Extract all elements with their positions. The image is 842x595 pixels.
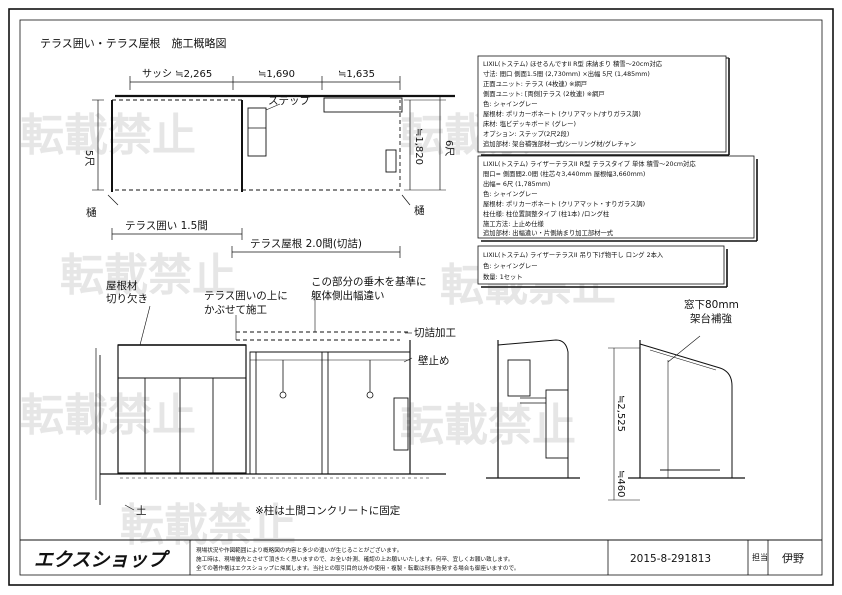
watermark-text: 転載禁止 xyxy=(120,500,296,551)
watermark-text: 転載禁止 xyxy=(20,390,196,441)
label-cut-processing: 切詰加工 xyxy=(414,326,456,339)
spec-box-2: LIXIL(トステム) ライザーテラスII R型 テラスタイプ 単体 積雪～20… xyxy=(477,155,758,242)
front-elevation xyxy=(95,300,446,511)
plan-view xyxy=(92,76,455,258)
dimension-sash: サッシ ≒2,265 xyxy=(142,68,212,80)
spec1-line: オプション: ステップ(2尺2段) xyxy=(483,129,569,138)
inner-frame xyxy=(19,19,823,576)
spec2-line: 出幅= 6尺 (1,785mm) xyxy=(483,179,550,188)
spec1-line: LIXIL(トステム) ほせるんですII R型 床納まり 積雪～20cm対応 xyxy=(483,59,663,68)
outer-frame xyxy=(8,8,834,586)
label-ground: 土 xyxy=(136,504,147,517)
dimension-right: ≒1,635 xyxy=(338,69,375,80)
assignee-label: 担当 xyxy=(752,552,768,562)
watermark-text: 転載禁止 xyxy=(20,110,196,161)
label-frame-reinforce: 架台補強 xyxy=(690,312,732,325)
footer-note: 全ての著作権はエクスショップに帰属します。当社との取引目的以外の使用・複製・転載… xyxy=(196,564,519,572)
spec2-line: 追加部材: 出幅違い・片側納まり加工部材一式 xyxy=(483,228,614,237)
label-cover-install-1: テラス囲いの上に xyxy=(204,290,288,302)
spec2-line: 柱仕様: 柱位置調整タイプ (柱1本) /ロング柱 xyxy=(483,209,610,218)
spec1-line: 追加部材: 架台補強部材一式/シーリング材/グレチャン xyxy=(483,139,636,148)
spec2-line: 屋根材: ポリカーボネート (クリアマット・すりガラス調) xyxy=(483,199,645,208)
spec1-line: 正面ユニット: テラス (4枚連) ※網戸 xyxy=(483,79,587,88)
footer-note: 施工時は、現場優先とさせて頂きたく思いますので、お全い計測、確認の上お願いいたし… xyxy=(196,555,514,563)
spec-box-1: LIXIL(トステム) ほせるんですII R型 床納まり 積雪～20cm対応 寸… xyxy=(477,55,730,156)
footer-note: 現場状況や作図範囲により概略図の内容と多少の違いが生じることがございます。 xyxy=(196,546,402,554)
spec2-line: 色: シャイングレー xyxy=(483,189,538,198)
step-label: ステップ xyxy=(268,95,310,107)
dimension-2525: ≒2,525 xyxy=(615,395,626,432)
label-window-80mm: 窓下80mm xyxy=(684,298,739,311)
label-rafter-2: 躯体側出幅違い xyxy=(311,289,385,302)
watermark-text: 転載禁止 xyxy=(60,250,236,301)
dimension-middle: ≒1,690 xyxy=(258,69,295,80)
spec2-line: 施工方法: 上止め仕様 xyxy=(483,219,544,228)
roof-dimension: テラス屋根 2.0間(切詰) xyxy=(250,237,362,250)
label-notch: 切り欠き xyxy=(106,292,148,305)
gutter-label-left: 樋 xyxy=(86,206,97,219)
spec1-line: 床材: 塩ビデッキボード (グレー) xyxy=(483,119,576,128)
spec2-line: LIXIL(トステム) ライザーテラスII R型 テラスタイプ 単体 積雪～20… xyxy=(483,159,696,168)
label-cover-install-2: かぶせて施工 xyxy=(204,303,267,316)
spec3-line: 色: シャイングレー xyxy=(483,261,538,270)
enclosure-dimension: テラス囲い 1.5間 xyxy=(125,220,208,232)
title-block xyxy=(20,539,822,575)
label-roof-material: 屋根材 xyxy=(106,279,138,292)
spec1-line: 屋根材: ポリカーボネート (クリアマット/すりガラス調) xyxy=(483,109,641,118)
logo-text: エクスショップ xyxy=(34,549,170,571)
page-title: テラス囲い・テラス屋根 施工概略図 xyxy=(40,36,227,50)
watermark-text: 転載禁止 xyxy=(400,400,576,451)
dimension-left-5shaku: 5尺 xyxy=(83,150,95,166)
note-column-fixing: ※柱は土間コンクリートに固定 xyxy=(255,504,401,517)
spec2-line: 間口= 側面間2.0間 (柱芯々3,440mm 屋根幅3,660mm) xyxy=(483,169,645,178)
spec-box-3: LIXIL(トステム) ライザーテラスII 吊り下げ物干し ロング 2本入 色:… xyxy=(477,245,728,288)
spec1-line: 寸法: 間口 側面1.5間 (2,730mm) ×出幅 5尺 (1,485mm) xyxy=(483,69,650,78)
spec1-line: 側面ユニット: [両側]テラス (2枚連) ※網戸 xyxy=(483,89,605,98)
document-number: 2015-8-291813 xyxy=(630,553,711,565)
dimension-1820: ≒1,820 xyxy=(413,128,424,165)
dimension-6shaku: 6尺 xyxy=(443,140,455,156)
spec3-line: 数量: 1セット xyxy=(483,272,523,281)
spec1-line: 色: シャイングレー xyxy=(483,99,538,108)
spec3-line: LIXIL(トステム) ライザーテラスII 吊り下げ物干し ロング 2本入 xyxy=(483,250,664,259)
assignee-name: 伊野 xyxy=(782,552,804,565)
label-wall-stop: 壁止め xyxy=(418,354,450,367)
gutter-label-right: 樋 xyxy=(414,204,425,217)
dimension-460: ≒460 xyxy=(615,470,626,497)
side-section-left xyxy=(486,339,580,479)
label-rafter-1: この部分の垂木を基準に xyxy=(311,275,427,288)
company-logo: エクスショップ xyxy=(34,549,170,571)
side-section-right xyxy=(608,335,745,501)
